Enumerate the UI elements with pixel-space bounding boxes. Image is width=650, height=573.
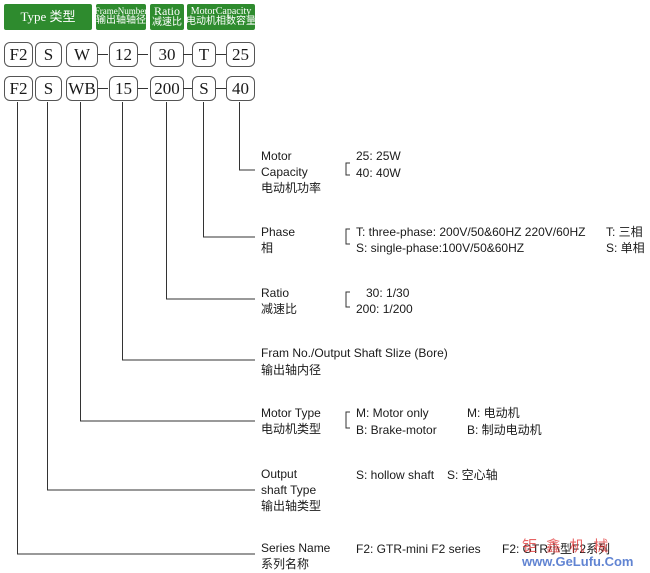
ratio-title-cn: 减速比 [261, 302, 298, 316]
bracket-capacity [345, 162, 350, 176]
motor-type-option-b-cn: B: 制动电动机 [467, 423, 542, 437]
separator-dash [216, 54, 226, 55]
code-box-series: F2 [4, 76, 33, 101]
type-header-label: Type 类型 [20, 9, 76, 25]
phase-title-en: Phase [261, 225, 296, 239]
shaft-title-en1: Output [261, 467, 298, 481]
shaft-title-en2: shaft Type [261, 483, 317, 497]
ratio-header-cn: 减速比 [152, 17, 182, 29]
series-title-en: Series Name [261, 541, 331, 555]
motor-header: MotorCapacity 电动机相数容量 [186, 4, 256, 30]
series-option-en: F2: GTR-mini F2 series [356, 542, 481, 556]
code-box-phase: S [192, 76, 216, 101]
shaft-title-cn: 输出轴类型 [261, 499, 322, 513]
phase-option-single: S: single-phase:100V/50&60HZ [356, 241, 525, 255]
phase-option-three-cn: T: 三相 [606, 225, 643, 239]
watermark-url: www.GeLufu.Com [522, 554, 634, 569]
code-box-shaft: S [35, 76, 62, 101]
ratio-option-200: 200: 1/200 [356, 302, 413, 316]
phase-title-cn: 相 [261, 241, 274, 255]
motor-type-option-m-cn: M: 电动机 [467, 406, 520, 420]
separator-dash [138, 54, 148, 55]
ratio-header: Ratio 减速比 [150, 4, 184, 30]
code-box-shaft: S [35, 42, 62, 67]
frame-title-cn: 输出轴内径 [261, 363, 322, 377]
capacity-title-en2: Capacity [261, 165, 308, 179]
phase-option-three: T: three-phase: 200V/50&60HZ 220V/60HZ [356, 225, 586, 239]
ratio-option-30: 30: 1/30 [366, 286, 410, 300]
motor-type-title-cn: 电动机类型 [261, 422, 322, 436]
code-box-capacity: 25 [226, 42, 255, 67]
separator-dash [216, 88, 226, 89]
connector-ratio [166, 102, 255, 300]
connector-frame [122, 102, 255, 361]
separator-dash [98, 88, 108, 89]
code-box-series: F2 [4, 42, 33, 67]
separator-dash [183, 54, 193, 55]
connector-capacity [239, 102, 255, 171]
motor-type-title-en: Motor Type [261, 406, 321, 420]
connector-motor-type [80, 102, 255, 422]
code-box-frame: 15 [109, 76, 138, 101]
motor-header-en: MotorCapacity [190, 5, 252, 17]
code-box-motor-type: W [66, 42, 98, 67]
phase-option-single-cn: S: 单相 [606, 241, 645, 255]
shaft-option-en: S: hollow shaft [356, 468, 435, 482]
frame-header-cn: 输出轴轴径 [96, 15, 146, 27]
series-option-cn: F2: GTR小型F2系列 [502, 542, 611, 556]
bracket-phase [345, 228, 350, 245]
connector-phase [203, 102, 255, 238]
ratio-title-en: Ratio [261, 286, 290, 300]
separator-dash [138, 88, 148, 89]
code-box-capacity: 40 [226, 76, 255, 101]
code-box-phase: T [192, 42, 216, 67]
code-box-frame: 12 [109, 42, 138, 67]
bracket-motor-type [345, 411, 350, 429]
shaft-option-cn: S: 空心轴 [447, 468, 498, 482]
motor-header-cn: 电动机相数容量 [186, 16, 256, 27]
separator-dash [183, 88, 193, 89]
capacity-option-40: 40: 40W [356, 166, 401, 180]
capacity-title-en1: Motor [261, 149, 292, 163]
capacity-option-25: 25: 25W [356, 149, 401, 163]
code-box-ratio: 200 [150, 76, 184, 101]
connector-series [17, 102, 255, 555]
separator-dash [98, 54, 108, 55]
motor-type-option-m: M: Motor only [356, 406, 429, 420]
motor-type-option-b: B: Brake-motor [356, 423, 437, 437]
watermark-cn: 钜 鑫 机 械 [522, 537, 611, 555]
frame-header: FrameNumber 输出轴轴径 [94, 4, 148, 30]
code-box-motor-type: WB [66, 76, 98, 101]
code-box-ratio: 30 [150, 42, 184, 67]
capacity-title-cn: 电动机功率 [261, 181, 322, 195]
series-title-cn: 系列名称 [261, 557, 310, 571]
frame-title-en: Fram No./Output Shaft Slize (Bore) [261, 346, 448, 360]
ratio-header-en: Ratio [154, 4, 180, 19]
bracket-ratio [345, 291, 350, 308]
connector-output-shaft [47, 102, 255, 491]
type-header: Type 类型 [4, 4, 92, 30]
frame-header-en: FrameNumber [94, 6, 148, 17]
